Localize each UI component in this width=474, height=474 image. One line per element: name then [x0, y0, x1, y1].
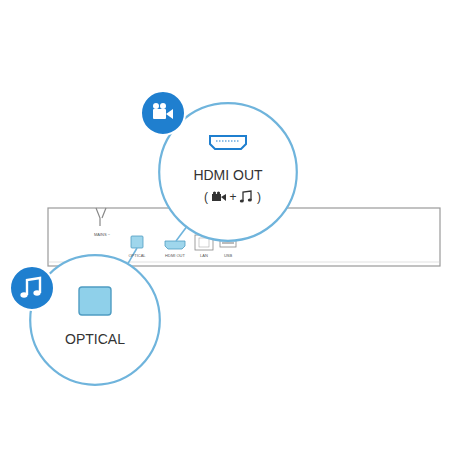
- panel-label: LAN: [200, 254, 208, 258]
- panel-label: HDMI OUT: [165, 254, 185, 258]
- hdmi-callout: HDMI OUT ( +): [158, 102, 298, 242]
- mains-cord: [96, 208, 106, 226]
- leader-line: [176, 227, 186, 241]
- lan-port-inner: [199, 238, 209, 247]
- hdmi-icon: [210, 136, 246, 149]
- panel-label: OPTICAL: [128, 254, 145, 258]
- usb-port-inner: [222, 242, 234, 244]
- audio-icon: [240, 191, 252, 203]
- optical-port: [131, 236, 143, 248]
- panel-label: MAINS ~: [94, 233, 110, 237]
- port-name: OPTICAL: [65, 332, 125, 346]
- optical-icon: [79, 287, 111, 315]
- hdmi-pins: [216, 141, 240, 142]
- hdmi-port: [165, 241, 185, 249]
- audio-badge: [10, 266, 54, 310]
- optical-callout: OPTICAL: [29, 254, 161, 386]
- callout-circle: [29, 254, 161, 386]
- symbol-text: ): [257, 191, 261, 203]
- video-badge: [141, 91, 185, 135]
- symbol-text: (: [204, 191, 208, 203]
- video-icon: [212, 191, 226, 201]
- port-name: HDMI OUT: [193, 168, 262, 182]
- panel-label: USB: [224, 254, 232, 258]
- symbol-text: +: [229, 191, 236, 203]
